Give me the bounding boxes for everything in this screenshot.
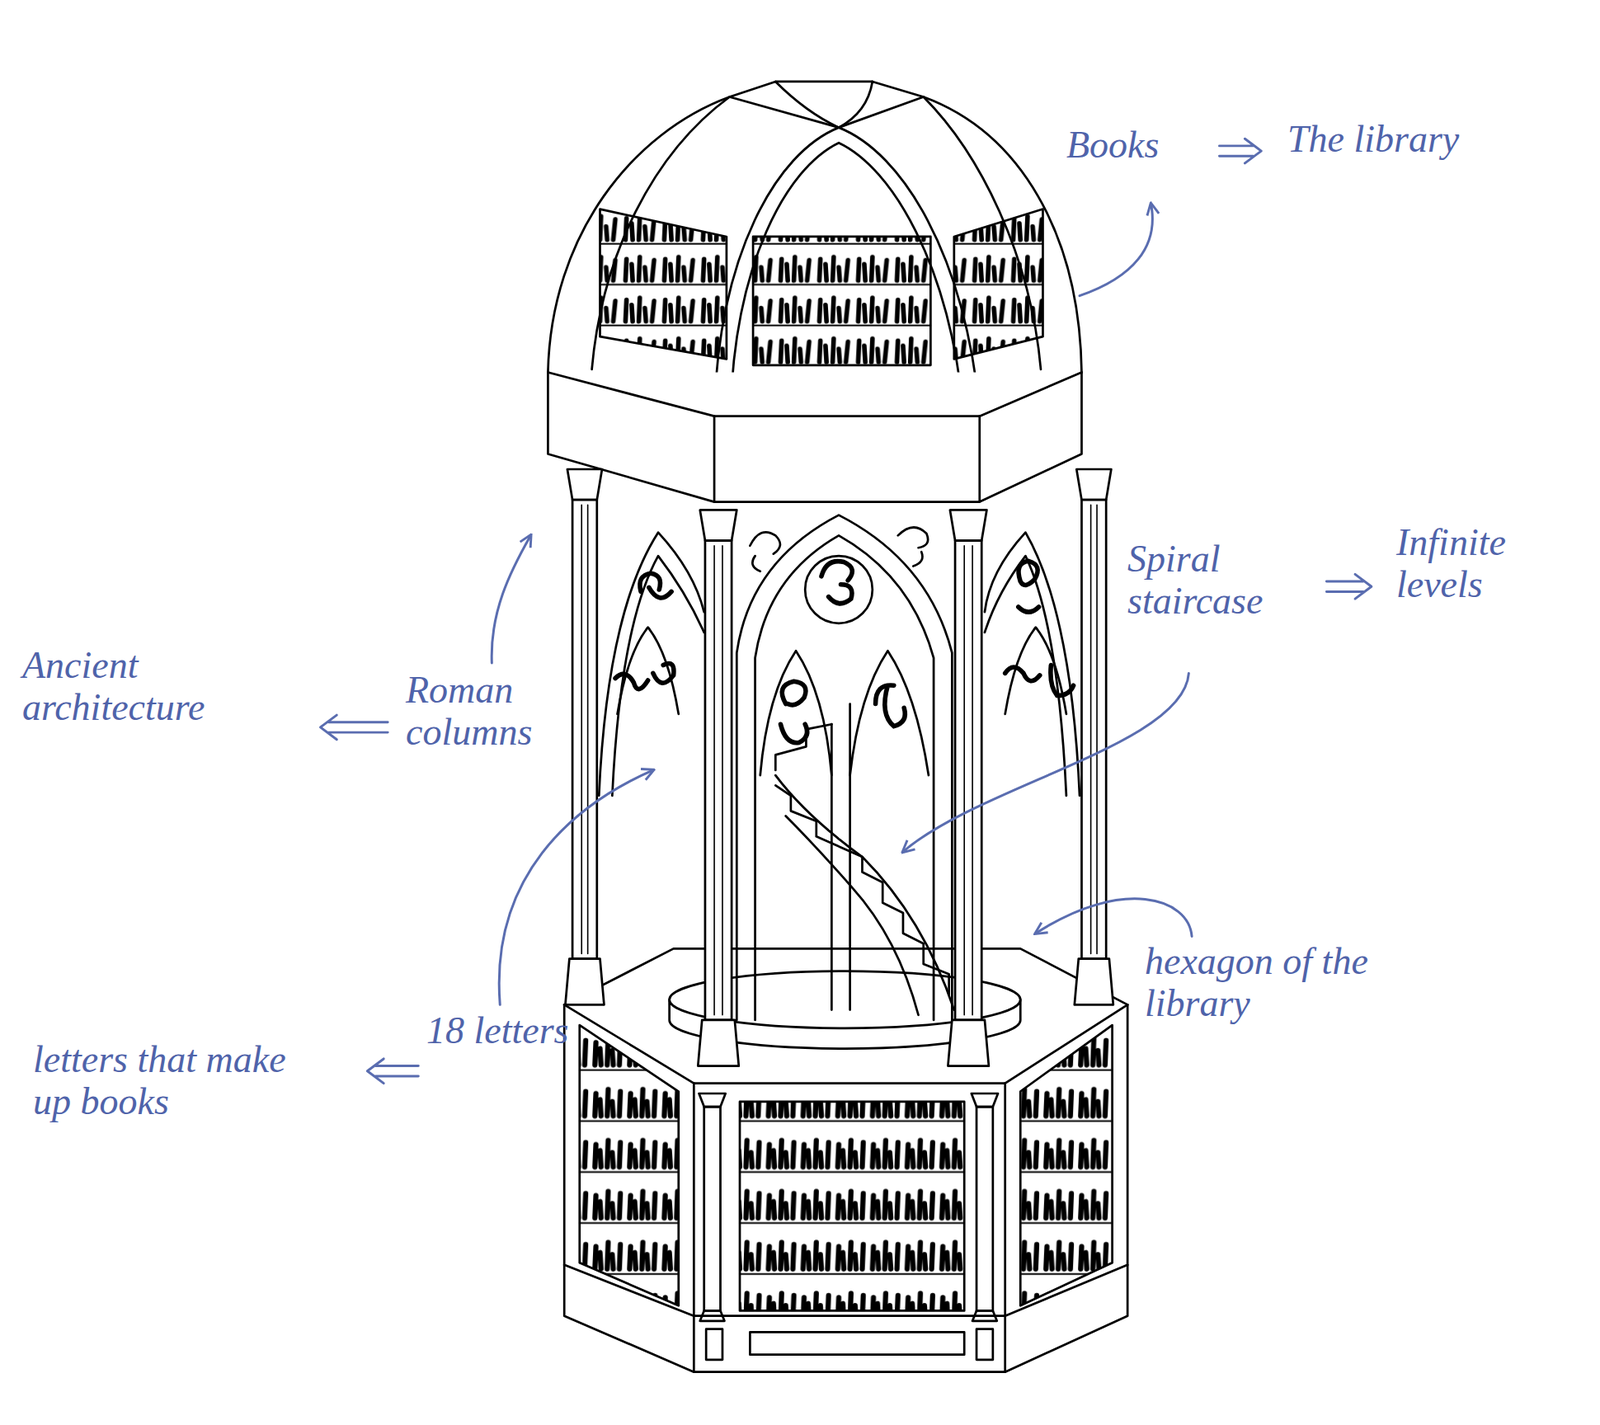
annotation-label: Books [1066,124,1159,167]
annotation-label: hexagon of the library [1144,941,1416,1025]
annotation-label: The library [1287,118,1459,161]
annotation-label: Infinite levels [1396,522,1565,606]
annotation-label: 18 letters [426,1010,569,1053]
annotation-label: Spiral staircase [1127,538,1307,622]
annotation-label: Ancient architecture [22,644,278,729]
annotation-label: Roman columns [405,669,575,753]
annotation-label: letters that make up books [32,1039,309,1123]
